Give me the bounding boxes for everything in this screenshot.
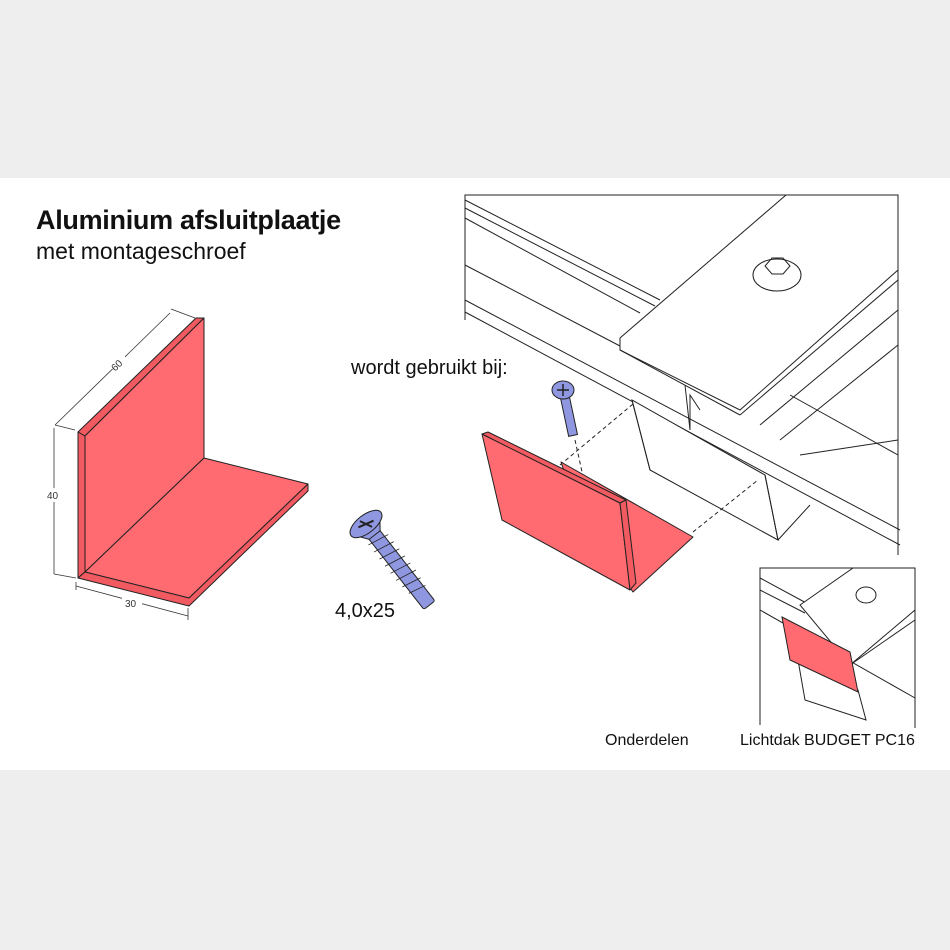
dim-width: 30: [125, 599, 137, 610]
caption-parts: Onderdelen: [605, 732, 689, 749]
caption-product: Lichtdak BUDGET PC16: [740, 732, 915, 749]
bracket-front-edge: [77, 431, 86, 579]
page-subtitle: met montageschroef: [36, 238, 246, 264]
bolt-head-icon: [764, 257, 791, 275]
dim-height: 40: [47, 491, 59, 502]
assembly-drawing: [464, 194, 901, 555]
small-screw-drawing: [551, 380, 579, 437]
screw-size-label: 4,0x25: [335, 600, 396, 622]
bracket-bottom-edge: [77, 483, 309, 607]
usage-label: wordt gebruikt bij:: [351, 357, 508, 379]
plate-in-assembly: [481, 431, 694, 593]
screw-drawing: [349, 509, 435, 610]
page-title: Aluminium afsluitplaatje: [36, 205, 341, 235]
inset-drawing: [759, 567, 916, 728]
bracket-drawing: [44, 308, 309, 620]
